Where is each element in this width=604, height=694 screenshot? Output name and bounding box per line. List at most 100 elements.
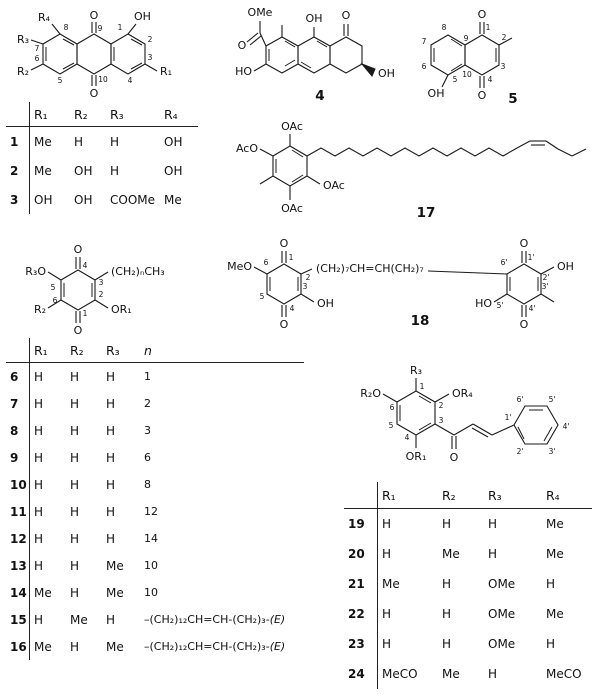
r3o-label: R₃O xyxy=(25,265,46,278)
r4-value: H xyxy=(546,637,556,651)
position-4p: 4' xyxy=(529,304,536,313)
table-c-header-r1: R₁ xyxy=(382,487,396,503)
r2-value: Me xyxy=(70,612,88,627)
position-9: 9 xyxy=(98,24,103,33)
r1-value: H xyxy=(34,477,44,492)
table-c-header-r3: R₃ xyxy=(488,487,502,503)
table-row: 1 Me H H OH xyxy=(6,127,198,156)
n-value: 8 xyxy=(140,478,302,491)
left-o-top-label: O xyxy=(280,237,289,250)
compound-5-number: 5 xyxy=(508,91,517,107)
r2o-label: R₂O xyxy=(360,387,381,400)
r3-value: H xyxy=(106,531,116,546)
position-6: 6 xyxy=(390,403,395,412)
compound-5-skeleton xyxy=(430,22,513,88)
n-chain-text: 6 xyxy=(144,451,151,464)
compound-id: 8 xyxy=(6,417,30,444)
compound-id: 10 xyxy=(6,471,30,498)
r2-value: OH xyxy=(74,192,93,207)
structure-compound-5: O O OH 8 7 6 5 9 10 1 2 3 4 5 xyxy=(400,0,560,118)
position-2p: 2' xyxy=(543,273,550,282)
compound-id: 11 xyxy=(6,498,30,525)
r1-value: H xyxy=(34,504,44,519)
table-b-header: R₁ R₂ R₃ n xyxy=(6,338,304,363)
r1-label: R₁ xyxy=(160,65,172,78)
table-c-header-r4: R₄ xyxy=(546,487,560,503)
r3-value: H xyxy=(488,517,498,531)
compound-id: 3 xyxy=(6,185,30,214)
right-o-bottom-label: O xyxy=(520,318,529,331)
carbonyl-o-label: O xyxy=(450,451,459,464)
table-row: 10 H H H 8 xyxy=(6,471,304,498)
structure-quinone-6-16: O O R₃O R₂ OR₁ (CH₂)ₙCH₃ 4 3 2 1 6 5 xyxy=(8,238,218,338)
compound-id: 23 xyxy=(344,629,378,659)
table-a-header-r4: R₄ xyxy=(164,106,178,122)
or1-label: OR₁ xyxy=(406,450,427,463)
quinone-o-bottom-label: O xyxy=(74,324,83,337)
r3-value: OMe xyxy=(488,577,516,591)
compound-18-skeleton xyxy=(253,251,555,317)
position-2: 2 xyxy=(148,35,153,44)
r4-value: H xyxy=(546,577,556,591)
r4-value: Me xyxy=(546,547,564,561)
n-chain-text: 3 xyxy=(144,424,151,437)
compound-18-number: 18 xyxy=(411,313,430,329)
table-row: 11 H H H 12 xyxy=(6,498,304,525)
position-5p: 5' xyxy=(497,301,504,310)
position-2: 2 xyxy=(99,290,104,299)
compound-id: 9 xyxy=(6,444,30,471)
r3-value: OMe xyxy=(488,637,516,651)
r3-value: H xyxy=(488,547,498,561)
position-7: 7 xyxy=(422,37,427,46)
ho-label: HO xyxy=(235,65,252,78)
position-5p: 5' xyxy=(549,395,556,404)
position-5: 5 xyxy=(453,75,458,84)
right-o-top-label: O xyxy=(520,237,529,250)
r3-value: H xyxy=(106,450,116,465)
position-10: 10 xyxy=(462,70,472,79)
position-6p: 6' xyxy=(517,395,524,404)
alkyl-chain-label: (CH₂)ₙCH₃ xyxy=(111,265,165,278)
r2-value: H xyxy=(70,585,80,600)
table-b-header-r3: R₃ xyxy=(106,342,120,358)
r1-value: H xyxy=(382,547,392,561)
table-row: 23 H H OMe H xyxy=(344,629,592,659)
table-row: 12 H H H 14 xyxy=(6,525,304,552)
position-5: 5 xyxy=(58,76,63,85)
r1-value: H xyxy=(34,531,44,546)
position-5: 5 xyxy=(51,283,56,292)
r1-value: H xyxy=(34,450,44,465)
position-2: 2 xyxy=(306,273,311,282)
oh-label: OH xyxy=(306,12,323,25)
quinone-skeleton xyxy=(47,257,109,323)
position-8: 8 xyxy=(64,23,69,32)
table-row: 15 H Me H –(CH₂)₁₂CH=CH-(CH₂)₃-(E) xyxy=(6,606,304,633)
r2-value: H xyxy=(442,637,452,651)
n-chain-text: 14 xyxy=(144,532,158,545)
table-b-header-n: n xyxy=(144,342,152,358)
r1-value: Me xyxy=(34,163,52,178)
n-config-text: (E) xyxy=(269,613,286,626)
oac-right-label: OAc xyxy=(323,179,345,192)
position-3: 3 xyxy=(148,53,153,62)
anthraquinone-skeleton xyxy=(30,22,158,86)
position-6: 6 xyxy=(53,296,58,305)
position-4: 4 xyxy=(290,304,295,313)
r3-value: Me xyxy=(106,558,124,573)
r1-value: Me xyxy=(382,577,400,591)
quinone-o-top-label: O xyxy=(74,243,83,256)
compound-id: 7 xyxy=(6,390,30,417)
position-1: 1 xyxy=(289,253,294,262)
r3-value: H xyxy=(110,163,120,178)
position-5: 5 xyxy=(389,421,394,430)
n-chain-text: –(CH₂)₁₂CH=CH-(CH₂)₃- xyxy=(144,640,270,653)
table-a-header: R₁ R₂ R₃ R₄ xyxy=(6,102,198,127)
n-chain-text: 2 xyxy=(144,397,151,410)
position-3: 3 xyxy=(99,278,104,287)
r4-value: OH xyxy=(164,134,183,149)
n-chain-text: 12 xyxy=(144,505,158,518)
ome-label: OMe xyxy=(248,6,273,19)
r3-value: Me xyxy=(106,585,124,600)
table-compounds-1-3: R₁ R₂ R₃ R₄ 1 Me H H OH 2 Me OH H xyxy=(6,102,198,214)
